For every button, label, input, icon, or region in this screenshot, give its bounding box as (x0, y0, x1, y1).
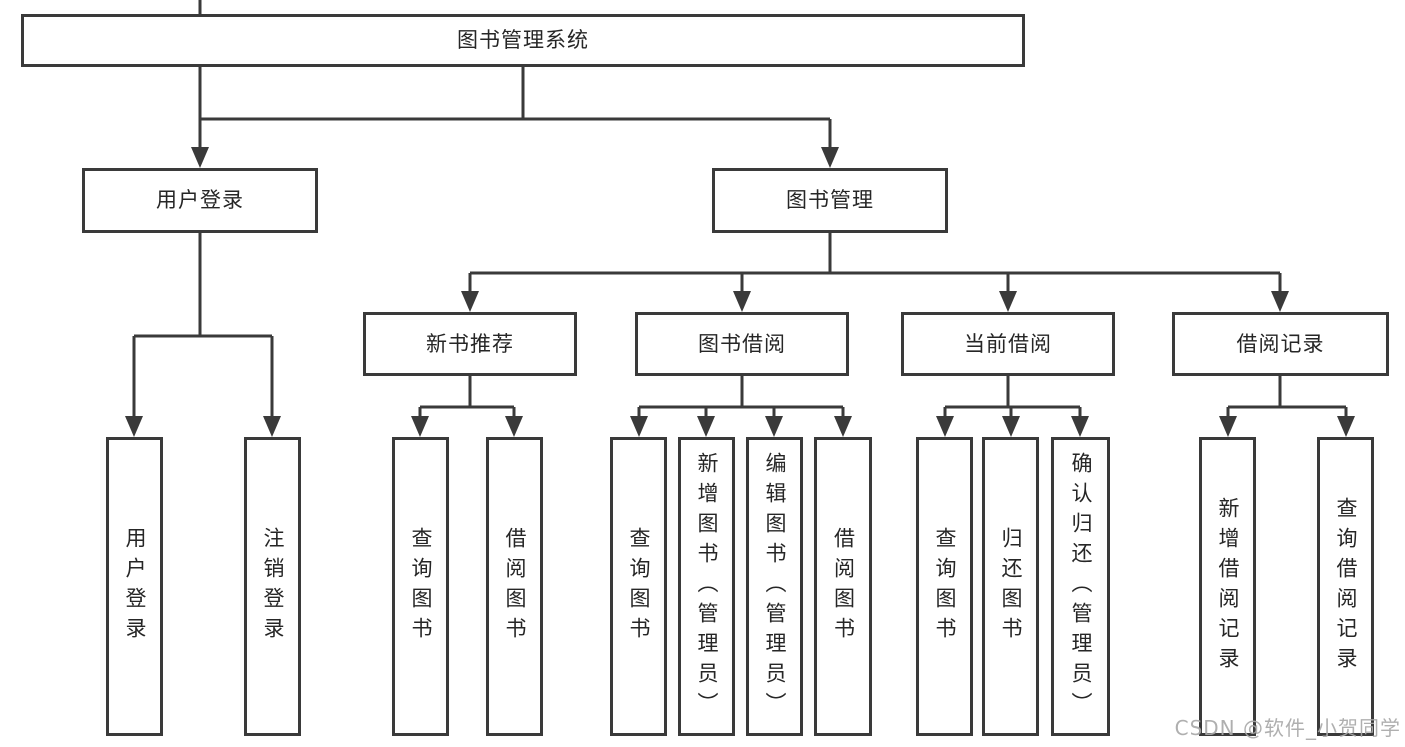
node-current-borrowing: 当前借阅 (901, 312, 1115, 376)
leaf-nb-borrow-books: 借阅图书 (486, 437, 543, 736)
leaf-logout: 注销登录 (244, 437, 301, 736)
node-root: 图书管理系统 (21, 14, 1025, 67)
leaf-bb-edit-books-admin: 编辑图书（管理员） (746, 437, 803, 736)
leaf-nb-query-books: 查询图书 (392, 437, 449, 736)
leaf-cb-confirm-return-admin: 确认归还（管理员） (1051, 437, 1110, 736)
node-book-management: 图书管理 (712, 168, 948, 233)
leaf-br-query-record: 查询借阅记录 (1317, 437, 1374, 736)
leaf-bb-borrow-books: 借阅图书 (814, 437, 872, 736)
leaf-cb-query-books: 查询图书 (916, 437, 973, 736)
node-new-book-recommend: 新书推荐 (363, 312, 577, 376)
node-user-login: 用户登录 (82, 168, 318, 233)
node-borrow-records: 借阅记录 (1172, 312, 1389, 376)
leaf-cb-return-books: 归还图书 (982, 437, 1039, 736)
leaf-user-login: 用户登录 (106, 437, 163, 736)
leaf-bb-query-books: 查询图书 (610, 437, 667, 736)
leaf-bb-add-books-admin: 新增图书（管理员） (678, 437, 735, 736)
csdn-watermark: CSDN @软件_小贺同学 (1174, 716, 1401, 740)
node-book-borrowing: 图书借阅 (635, 312, 849, 376)
leaf-br-add-record: 新增借阅记录 (1199, 437, 1256, 736)
